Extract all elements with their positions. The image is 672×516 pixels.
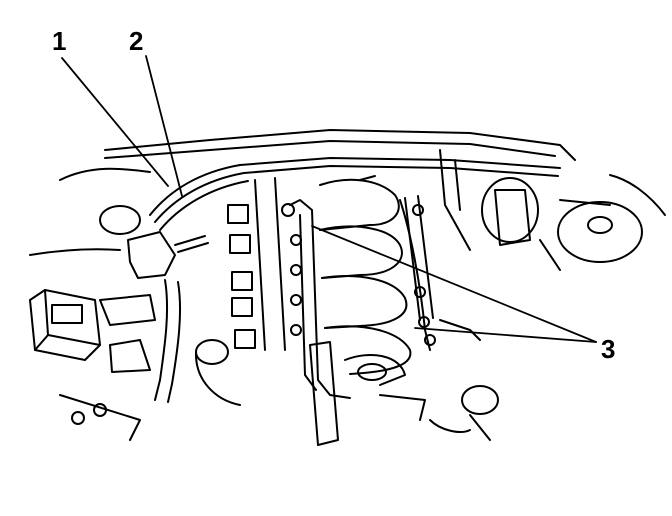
leader-3a [311,225,597,343]
brake-booster [481,177,643,271]
wiring-harness [149,149,561,251]
leader-2 [145,55,183,197]
fuel-rail-right [404,195,481,346]
leader-3b [414,327,597,343]
callout-leaders [61,55,597,343]
callout-label-2: 2 [129,26,144,56]
leader-1 [61,57,169,187]
cowl-outline [29,129,666,256]
callout-label-1: 1 [52,26,67,56]
relay-box [29,289,101,361]
throttle-body [309,341,426,446]
ignition-connector [59,205,209,441]
intake-manifold [319,175,431,375]
callout-label-3: 3 [601,334,616,364]
coolant-reservoir [154,279,499,441]
fuel-rail-left [227,177,286,351]
